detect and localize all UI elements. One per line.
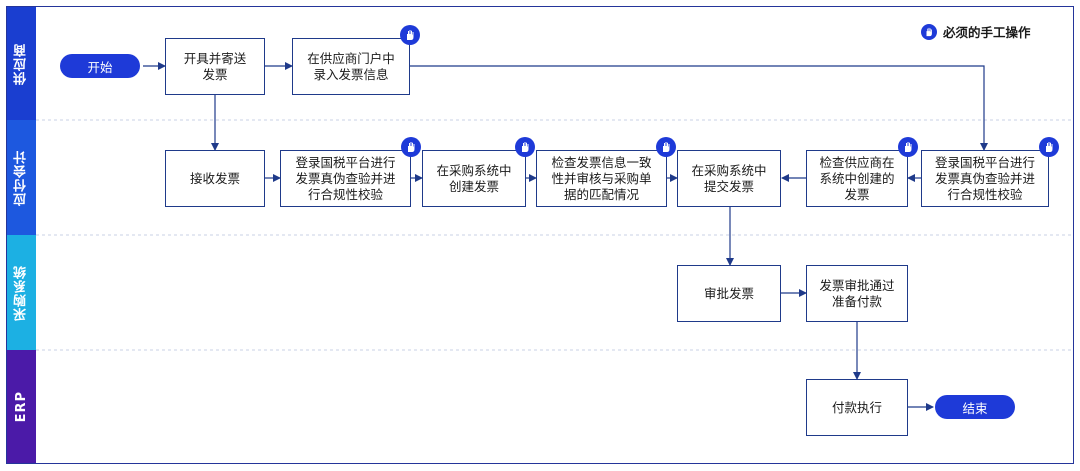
- arrow-portal-to-verify2: [410, 65, 988, 151]
- end-node: 结束: [935, 395, 1015, 419]
- hand-icon: [921, 23, 937, 40]
- hand-icon: [401, 137, 421, 157]
- lane-label-erp: ERP: [7, 350, 36, 463]
- hand-icon: [1039, 137, 1059, 157]
- verify-tax-platform-box-1: 登录国税平台进行 发票真伪查验并进 行合规性校验: [280, 150, 411, 207]
- supplier-portal-entry-box: 在供应商门户中 录入发票信息: [292, 38, 410, 95]
- legend-label: 必须的手工操作: [943, 25, 1031, 40]
- verify-tax-platform-box-2: 登录国税平台进行 发票真伪查验并进 行合规性校验: [921, 150, 1049, 207]
- lane-label-procurement-system: 采购系统: [7, 235, 36, 350]
- hand-icon: [515, 137, 535, 157]
- start-node: 开始: [60, 54, 140, 78]
- check-supplier-created-box: 检查供应商在 系统中创建的 发票: [806, 150, 908, 207]
- submit-in-procurement-box: 在采购系统中 提交发票: [677, 150, 781, 207]
- receive-invoice-box: 接收发票: [165, 150, 265, 207]
- issue-invoice-box: 开具并寄送 发票: [165, 38, 265, 95]
- create-in-procurement-box: 在采购系统中 创建发票: [422, 150, 526, 207]
- payment-execution-box: 付款执行: [806, 379, 908, 436]
- lane-label-accounts-payable: 应付会计: [7, 120, 36, 235]
- lane-label-supplier: 供应商: [7, 7, 36, 120]
- check-match-box: 检查发票信息一致 性并审核与采购单 据的匹配情况: [536, 150, 667, 207]
- diagram-frame: [6, 6, 1074, 464]
- legend: 必须的手工操作: [921, 22, 1031, 41]
- hand-icon: [656, 137, 676, 157]
- hand-icon: [400, 25, 420, 45]
- approve-invoice-box: 审批发票: [677, 265, 781, 322]
- approved-ready-pay-box: 发票审批通过 准备付款: [806, 265, 908, 322]
- hand-icon: [898, 137, 918, 157]
